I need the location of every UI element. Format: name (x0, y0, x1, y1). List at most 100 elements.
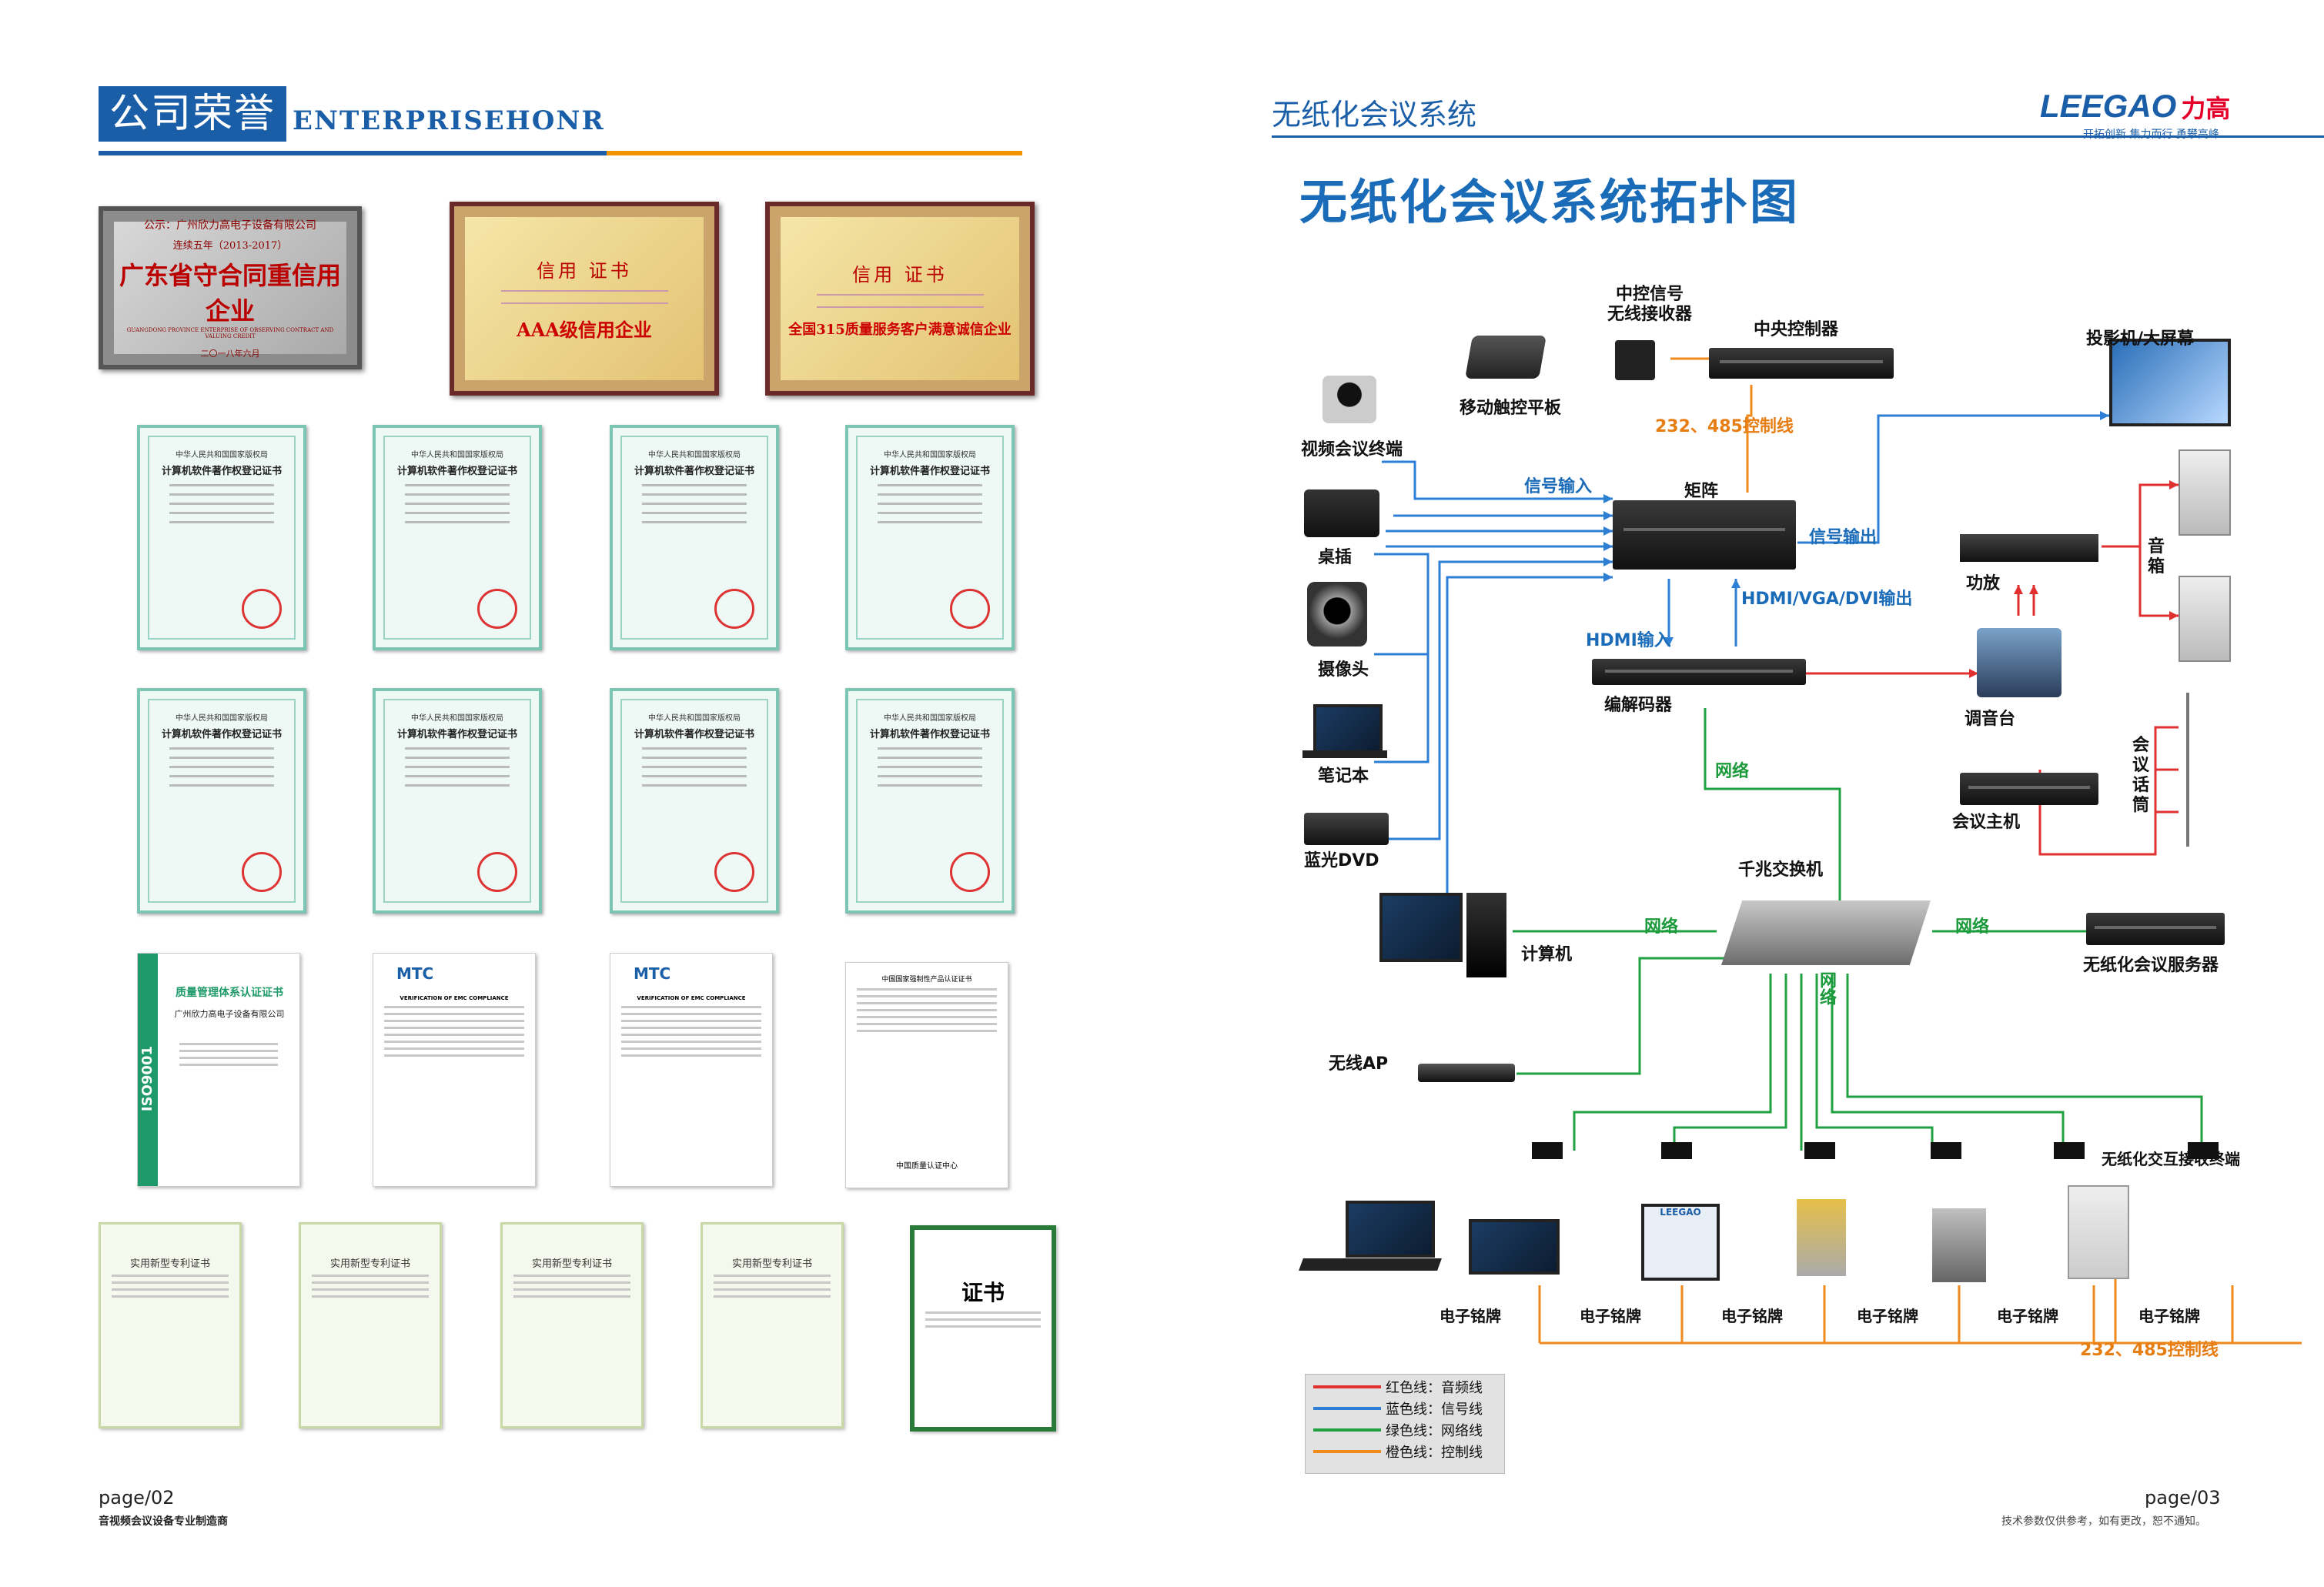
iso-company: 广州欣力高电子设备有限公司 (174, 1009, 285, 1019)
wireless-ap (1418, 1064, 1515, 1082)
label-paperless-terminal: 无纸化交互接收终端 (2102, 1150, 2240, 1168)
amplifier (1960, 534, 2098, 562)
cert-issuer: 中华人民共和国国家版权局 (411, 451, 503, 459)
software-cert-8: 中华人民共和国国家版权局计算机软件著作权登记证书 (845, 688, 1015, 914)
software-cert-5: 中华人民共和国国家版权局计算机软件著作权登记证书 (137, 688, 306, 914)
honor-title-cn: 公司荣誉 (99, 86, 287, 142)
plaque-line2: 连续五年（2013-2017） (172, 239, 288, 252)
paperless-server (2086, 913, 2225, 945)
terminal-laptop (1346, 1201, 1435, 1258)
label-network-1: 网络 (1715, 762, 1750, 781)
label-network-2: 网络 (1644, 917, 1679, 937)
cert-issuer: 中华人民共和国国家版权局 (176, 714, 268, 723)
label-ctrl-receiver: 中控信号 无线接收器 (1607, 285, 1693, 324)
cert-issuer: 中华人民共和国国家版权局 (176, 451, 268, 459)
label-hdmi-input: HDMI输入 (1586, 631, 1671, 650)
conference-host (1960, 773, 2098, 805)
software-cert-1: 中华人民共和国国家版权局计算机软件著作权登记证书 (137, 425, 306, 650)
terminal-lift-panel (1797, 1199, 1846, 1276)
touch-tablet (1465, 336, 1547, 379)
ccc-title: 中国国家强制性产品认证证书 (881, 976, 972, 984)
iso-title: 质量管理体系认证证书 (176, 987, 283, 999)
label-wireless-ap: 无线AP (1329, 1054, 1389, 1074)
cert-issuer: 中华人民共和国国家版权局 (884, 451, 976, 459)
logo-cn: 力高 (2181, 94, 2231, 123)
label-computer: 计算机 (1521, 945, 1573, 964)
logo-slogan: 开拓创新 集力而行 勇攀高峰 (2083, 129, 2219, 141)
plaque-title: 信用 证书 (537, 260, 632, 282)
mtc-heading: VERIFICATION OF EMC COMPLIANCE (637, 995, 746, 1001)
label-signal-output: 信号输出 (1809, 528, 1878, 547)
projector-screen (2109, 339, 2231, 426)
terminal-interactive (2068, 1185, 2129, 1279)
network-node-icon (2188, 1142, 2219, 1159)
topology-title: 无纸化会议系统拓扑图 (1299, 174, 1801, 230)
label-desk-plug: 桌插 (1318, 548, 1353, 567)
plaque-line1: 公示：广州欣力高电子设备有限公司 (144, 219, 316, 232)
plaque-title: 信用 证书 (852, 263, 948, 286)
mic-stands (2186, 693, 2235, 847)
ccc-footer: 中国质量认证中心 (896, 1162, 958, 1171)
patent-cert-3: 实用新型专利证书 (500, 1222, 644, 1428)
section-title: 无纸化会议系统 (1272, 98, 1477, 132)
label-central-controller: 中央控制器 (1754, 320, 1839, 339)
laptop (1313, 704, 1383, 755)
label-speaker: 音 箱 (2148, 537, 2165, 576)
plaque-line3: GUANGDONG PROVINCE ENTERPRISE OF OBSERVI… (126, 326, 334, 339)
label-e-nameplate-1: 电子铭牌 (1440, 1307, 1501, 1325)
label-e-nameplate-5: 电子铭牌 (1997, 1307, 2058, 1325)
patent-cert-1: 实用新型专利证书 (99, 1222, 242, 1428)
cert-title: 计算机软件著作权登记证书 (634, 466, 754, 477)
logo-text: LEEGAO (2040, 88, 2177, 124)
label-control-line: 232、485控制线 (1655, 417, 1794, 436)
patent-title: 实用新型专利证书 (329, 1258, 410, 1270)
network-node-icon (1532, 1142, 1563, 1159)
label-network-3: 网络 (1955, 917, 1990, 937)
seal-icon (950, 589, 990, 629)
label-gigabit-switch: 千兆交换机 (1738, 860, 1824, 880)
label-network-4: 网络 (1817, 971, 1836, 1005)
mtc-logo: MTC (634, 964, 671, 983)
screen-logo: LEEGAO (1660, 1207, 1701, 1218)
label-codec: 编解码器 (1604, 696, 1673, 715)
software-cert-3: 中华人民共和国国家版权局计算机软件著作权登记证书 (610, 425, 779, 650)
cert-title: 计算机软件著作权登记证书 (869, 729, 990, 740)
line-legend: 红色线：音频线 蓝色线：信号线 绿色线：网络线 橙色线：控制线 (1305, 1374, 1505, 1474)
label-amplifier: 功放 (1966, 574, 2001, 593)
computer-tower (1466, 893, 1506, 977)
seal-icon (477, 589, 517, 629)
seal-icon (242, 589, 282, 629)
seal-icon (242, 852, 282, 892)
label-bluray: 蓝光DVD (1304, 851, 1379, 870)
label-projector: 投影机/大屏幕 (2086, 329, 2195, 349)
page-footer-right: 技术参数仅供参考，如有更改，恕不通知。 (2001, 1515, 2206, 1528)
mixer (1977, 628, 2062, 697)
page-footer-left: 音视频会议设备专业制造商 (99, 1515, 228, 1528)
honor-divider (99, 151, 1022, 155)
ccc-certificate: 中国国家强制性产品认证证书 中国质量认证中心 (845, 962, 1008, 1188)
network-node-icon (1804, 1142, 1835, 1159)
label-mixer: 调音台 (1965, 710, 2016, 729)
cert-title: 计算机软件著作权登记证书 (396, 466, 517, 477)
honor-banner: 公司荣誉 ENTERPRISEHONR (99, 86, 605, 142)
plaque-footer: 二〇一八年六月 (200, 348, 260, 359)
label-touch-panel: 移动触控平板 (1460, 399, 1562, 418)
terminal-laptop-base (1299, 1258, 1442, 1271)
label-e-nameplate-3: 电子铭牌 (1721, 1307, 1783, 1325)
plaque-contract-credit: 公示：广州欣力高电子设备有限公司 连续五年（2013-2017） 广东省守合同重… (99, 206, 362, 369)
patent-title: 实用新型专利证书 (531, 1258, 612, 1270)
mtc-certificate-2: MTC VERIFICATION OF EMC COMPLIANCE (610, 953, 773, 1187)
network-node-icon (1931, 1142, 1961, 1159)
software-cert-4: 中华人民共和国国家版权局计算机软件著作权登记证书 (845, 425, 1015, 650)
legend-label: 绿色线：网络线 (1386, 1423, 1483, 1439)
central-controller (1709, 348, 1894, 379)
camera (1307, 582, 1367, 646)
label-signal-input: 信号输入 (1524, 477, 1593, 496)
wireless-receiver (1615, 340, 1655, 380)
terminal-leegao-screen: LEEGAO (1641, 1204, 1720, 1281)
safety-certificate: 证书 (910, 1225, 1056, 1432)
legend-item-control: 橙色线：控制线 (1313, 1442, 1504, 1461)
plaque-highlight: 全国315质量服务客户满意诚信企业 (788, 321, 1012, 338)
label-video-conference: 视频会议终端 (1301, 440, 1403, 459)
plaque-315-service: 信用 证书 全国315质量服务客户满意诚信企业 (765, 202, 1035, 396)
